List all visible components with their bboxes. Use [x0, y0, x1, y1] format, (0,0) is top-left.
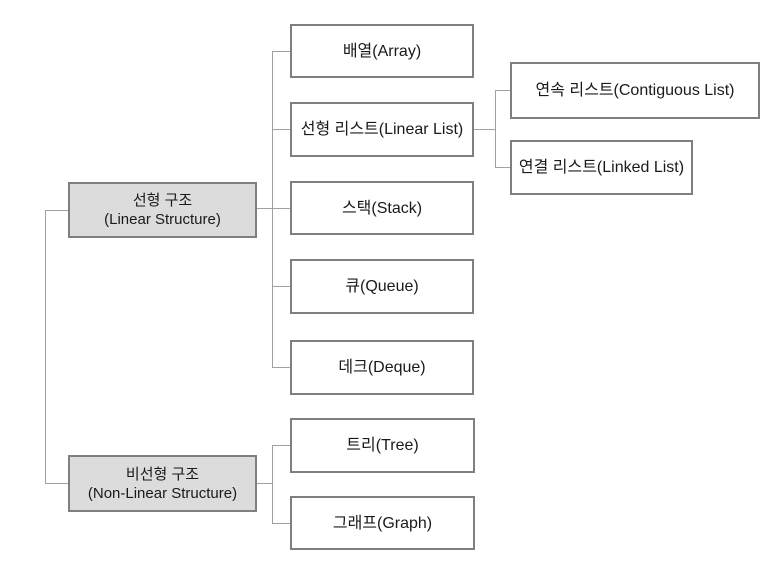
node-stack: 스택(Stack)	[290, 181, 474, 235]
connector-bracket-vertical	[45, 210, 46, 484]
node-graph: 그래프(Graph)	[290, 496, 475, 550]
node-contiguous-list: 연속 리스트(Contiguous List)	[510, 62, 760, 119]
connector-stub-tree	[272, 445, 290, 446]
connector-bracket-bottom-stub	[45, 483, 68, 484]
connector-bracket-top-stub	[45, 210, 68, 211]
node-linked-list: 연결 리스트(Linked List)	[510, 140, 693, 195]
node-nonlinear-structure-english: (Non-Linear Structure)	[87, 484, 238, 502]
node-array: 배열(Array)	[290, 24, 474, 78]
connector-stub-array	[272, 51, 290, 52]
connector-stub-linked-list	[495, 167, 510, 168]
connector-linear-group-out	[257, 208, 290, 209]
node-linear-structure-english: (Linear Structure)	[104, 211, 221, 228]
node-linear-structure-korean: 선형 구조	[132, 192, 193, 209]
connector-stub-graph	[272, 523, 290, 524]
connector-nonlinear-group-out	[257, 483, 272, 484]
connector-stub-deque	[272, 367, 290, 368]
connector-list-spine	[495, 90, 496, 168]
connector-nonlinear-spine	[272, 445, 273, 524]
node-deque: 데크(Deque)	[290, 340, 474, 395]
node-queue: 큐(Queue)	[290, 259, 474, 314]
connector-stub-queue	[272, 286, 290, 287]
connector-linear-spine	[272, 51, 273, 368]
node-nonlinear-structure-korean: 비선형 구조	[125, 465, 200, 483]
connector-stub-contiguous-list	[495, 90, 510, 91]
node-nonlinear-structure: 비선형 구조 (Non-Linear Structure)	[68, 455, 257, 512]
connector-stub-linear-list	[272, 129, 290, 130]
connector-linear-list-out	[474, 129, 495, 130]
node-linear-structure: 선형 구조 (Linear Structure)	[68, 182, 257, 238]
node-linear-list: 선형 리스트(Linear List)	[290, 102, 474, 157]
node-tree: 트리(Tree)	[290, 418, 475, 473]
